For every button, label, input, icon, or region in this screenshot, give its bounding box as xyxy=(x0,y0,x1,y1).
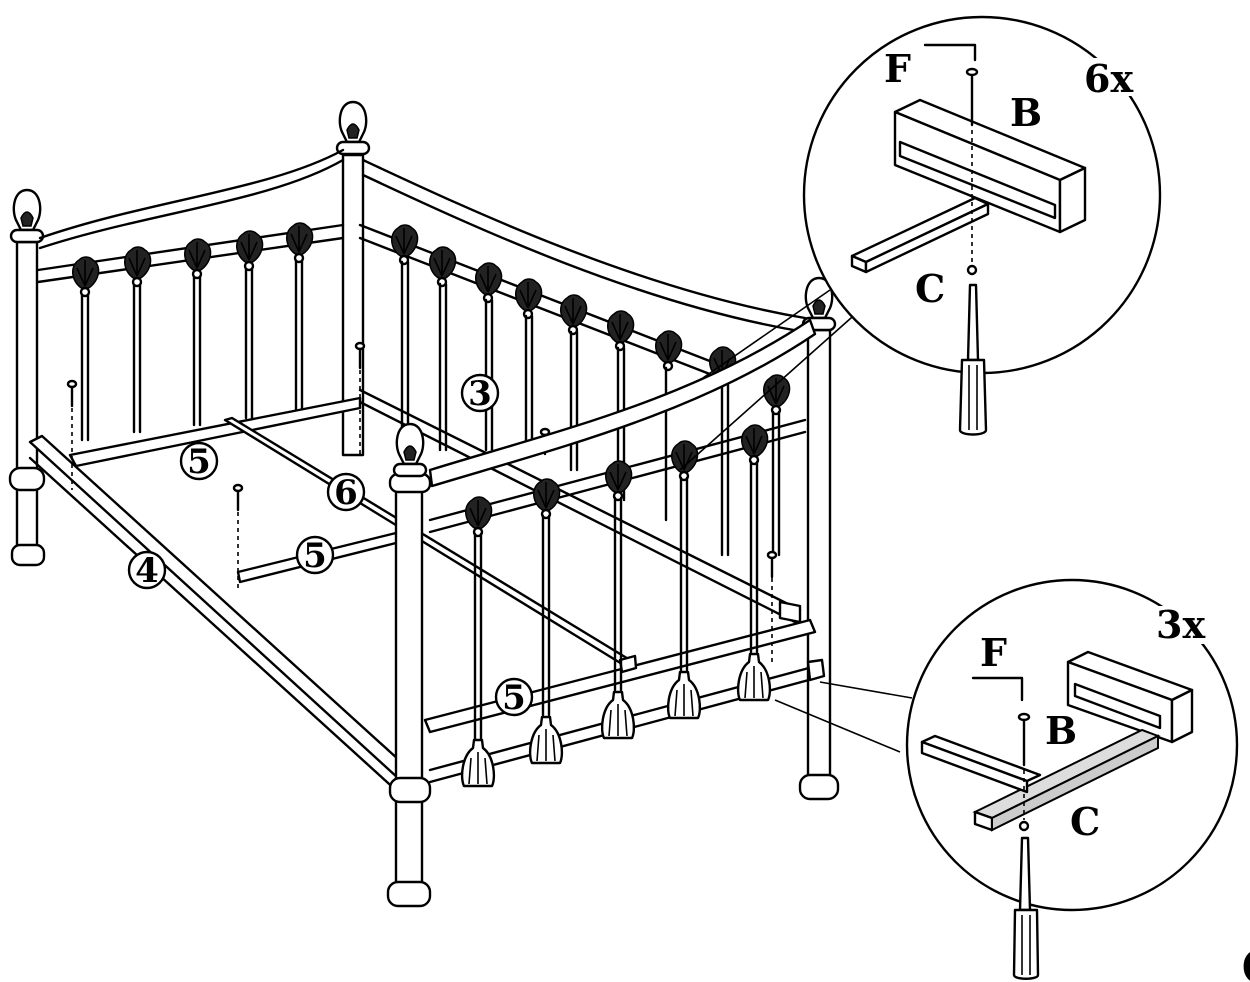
detail-top: F B C 6x xyxy=(679,15,1162,471)
callout-5c: 5 xyxy=(494,677,534,718)
svg-text:3x: 3x xyxy=(1156,602,1205,647)
callout-5b: 5 xyxy=(295,535,335,576)
callout-4: 4 xyxy=(127,550,167,591)
callout-5a: 5 xyxy=(179,441,219,482)
right-back-post xyxy=(798,276,840,801)
left-headboard xyxy=(8,100,371,567)
svg-text:6: 6 xyxy=(334,473,358,513)
svg-text:3: 3 xyxy=(468,374,492,414)
front-side-panel xyxy=(428,318,826,788)
svg-text:6x: 6x xyxy=(1084,56,1133,101)
svg-text:5: 5 xyxy=(502,678,526,718)
detail-bottom: F B C 3x xyxy=(774,578,1239,980)
front-left-post xyxy=(386,422,432,908)
callout-6: 6 xyxy=(326,472,366,513)
svg-text:C: C xyxy=(1070,799,1100,844)
svg-text:C: C xyxy=(915,266,945,311)
page-number-fragment: ( xyxy=(1240,942,1250,982)
svg-text:4: 4 xyxy=(135,551,159,591)
svg-text:B: B xyxy=(1010,90,1042,135)
back-side-panel xyxy=(358,158,807,557)
svg-text:5: 5 xyxy=(187,442,211,482)
svg-text:F: F xyxy=(980,630,1007,675)
svg-text:F: F xyxy=(884,46,911,91)
callout-3: 3 xyxy=(460,373,500,414)
svg-text:B: B xyxy=(1045,708,1077,753)
svg-text:5: 5 xyxy=(303,536,327,576)
